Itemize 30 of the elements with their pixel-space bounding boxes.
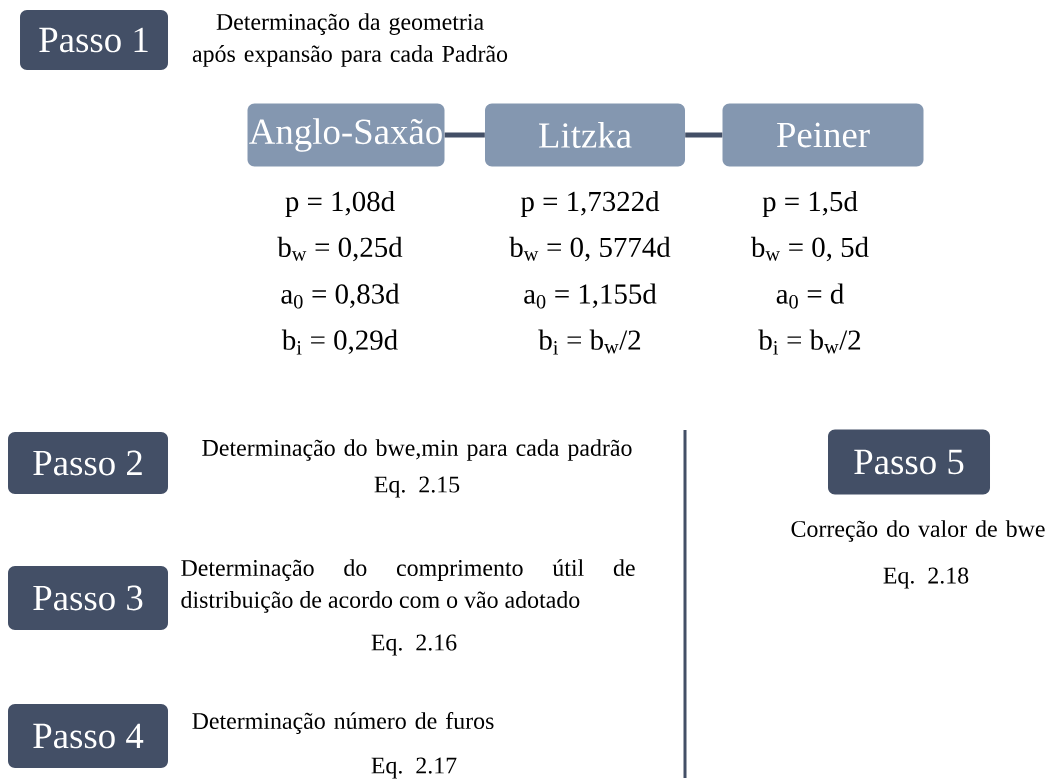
formula-text: b$_{w}$ = 0,25d xyxy=(277,236,403,262)
step-box: Passo 1 xyxy=(20,10,168,70)
step-box: Passo 2 xyxy=(8,432,168,494)
step-description: Eq. 2.17 xyxy=(371,757,457,779)
step-box: Passo 3 xyxy=(8,566,168,630)
step-description: Determinação número de furos xyxy=(192,712,494,734)
formula-text: b$_{i}$ = b$_{w}$/2 xyxy=(758,329,861,355)
step-box: Litzka xyxy=(485,103,685,167)
connector-line xyxy=(444,132,485,138)
formula-text: p = 1,5d xyxy=(762,190,858,218)
connector-line xyxy=(685,132,723,138)
formula-text: a$_{0}$ = 0,83d xyxy=(281,283,400,309)
step-box: Anglo-Saxão xyxy=(247,103,445,167)
formula-text: a$_{0}$ = 1,155d xyxy=(524,283,657,309)
step-box: Passo 5 xyxy=(828,429,990,495)
step-description: Determinação da geometria após expansão para cada Padrão xyxy=(192,13,508,67)
formula-text: a$_{0}$ = d xyxy=(776,283,844,309)
formula-text: b$_{w}$ = 0, 5d xyxy=(750,236,869,262)
formula-text: b$_{i}$ = b$_{w}$/2 xyxy=(538,329,641,355)
formula-text: b$_{w}$ = 0, 5774d xyxy=(509,236,671,262)
step-description: Determinação do bwe,min para cada padrão xyxy=(202,439,632,461)
formula-text: p = 1,7322d xyxy=(520,190,660,218)
step-description: Eq. 2.18 xyxy=(883,567,969,589)
step-description: Determinação do comprimento útil de distribuição de acordo com o vão adotado xyxy=(181,559,635,613)
step-box: Passo 4 xyxy=(8,704,168,768)
step-description: Correção do valor de bwe xyxy=(791,520,1045,542)
step-description: Eq. 2.16 xyxy=(371,634,457,656)
step-box: Peiner xyxy=(722,103,924,167)
formula-text: b$_{i}$ = 0,29d xyxy=(281,329,398,355)
step-description: Eq. 2.15 xyxy=(374,476,460,498)
